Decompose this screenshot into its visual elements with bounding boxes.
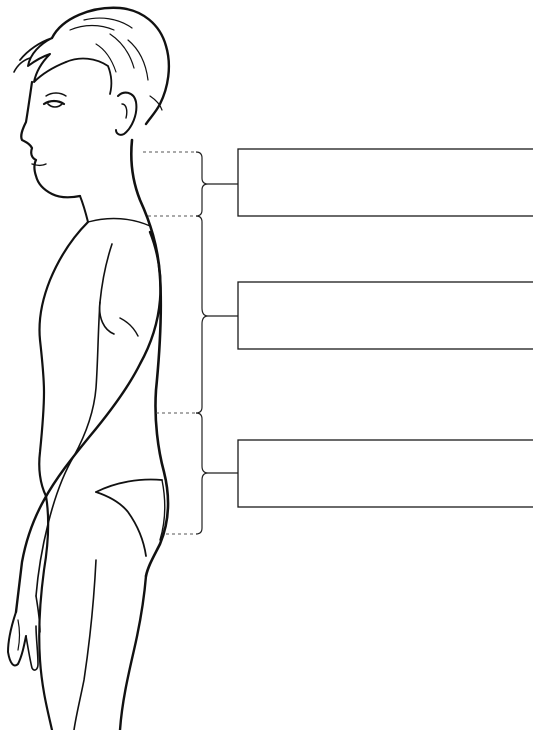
label-box-lower[interactable]: [238, 440, 533, 507]
legs: [39, 496, 146, 730]
boy-side-view-illustration: [8, 8, 169, 730]
label-box-upper[interactable]: [238, 149, 533, 216]
bracket-middle: [196, 216, 238, 413]
neck-and-torso-outline: [39, 140, 168, 576]
arm: [8, 232, 161, 670]
face-profile: [21, 82, 136, 197]
underwear: [96, 480, 165, 557]
bracket-group: [196, 152, 238, 534]
bracket-upper: [196, 152, 238, 216]
hair: [14, 8, 169, 124]
label-box-middle[interactable]: [238, 282, 533, 349]
bracket-lower: [196, 413, 238, 534]
